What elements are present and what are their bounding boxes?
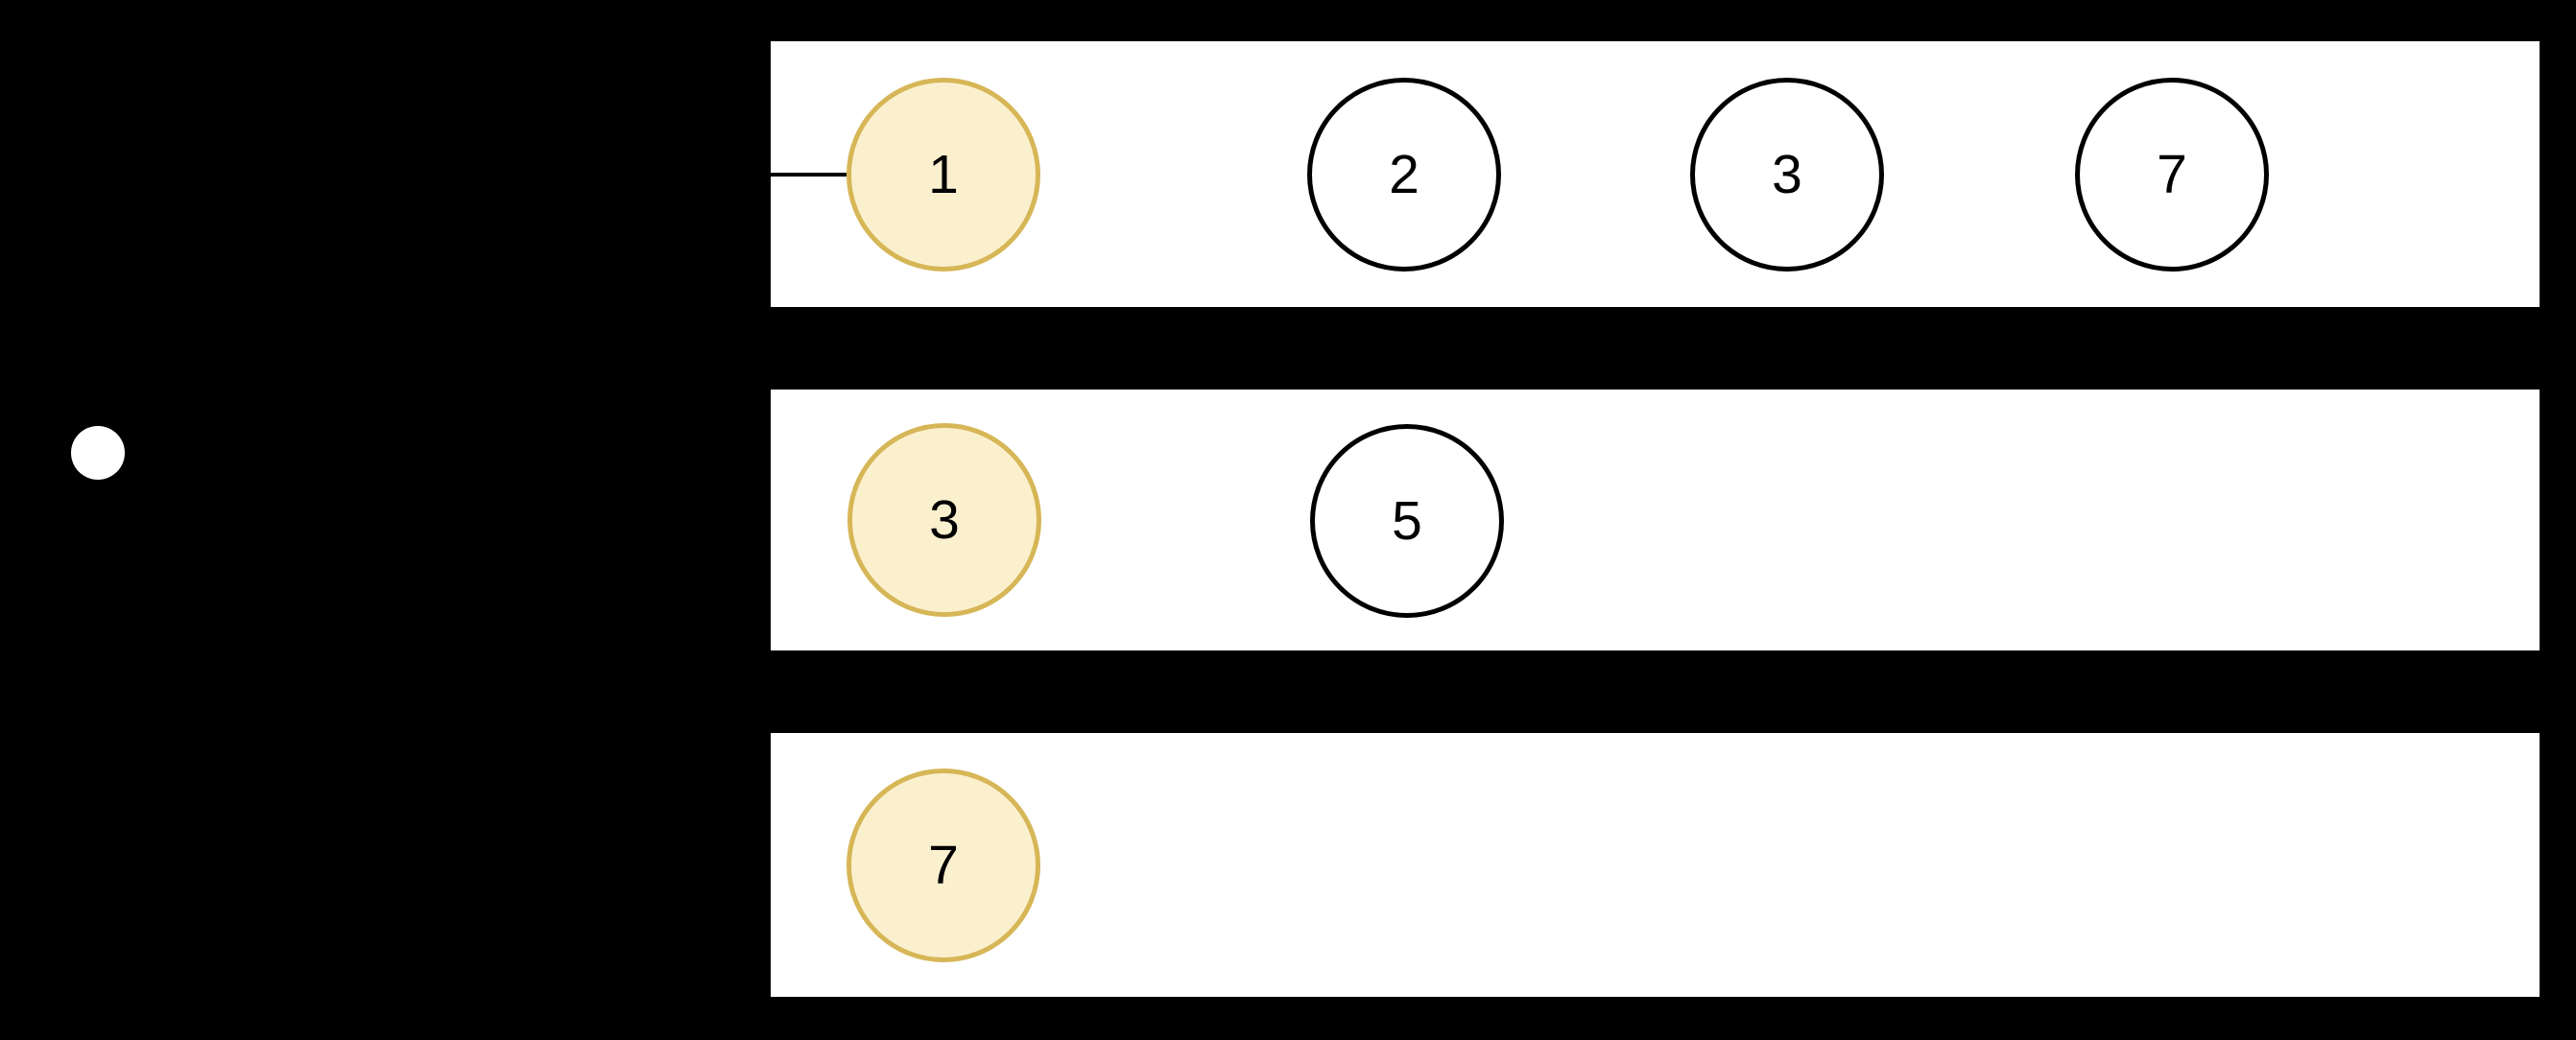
node-label: 3	[929, 488, 960, 551]
bucket-bar	[771, 390, 2540, 650]
node-circle: 3	[847, 423, 1041, 617]
node-circle: 3	[1690, 78, 1884, 272]
node-circle: 7	[2075, 78, 2269, 272]
node-label: 7	[2157, 143, 2187, 205]
pointer-line	[771, 173, 847, 177]
node-label: 2	[1389, 143, 1419, 205]
node-circle: 1	[847, 78, 1040, 272]
node-circle: 2	[1307, 78, 1501, 272]
node-label: 7	[928, 834, 959, 896]
bucket-bar	[771, 733, 2540, 997]
node-circle: 7	[847, 768, 1040, 962]
node-label: 1	[928, 143, 959, 205]
node-label: 5	[1392, 489, 1422, 552]
node-circle: 5	[1310, 424, 1504, 618]
head-dot	[71, 426, 125, 480]
node-label: 3	[1772, 143, 1802, 205]
